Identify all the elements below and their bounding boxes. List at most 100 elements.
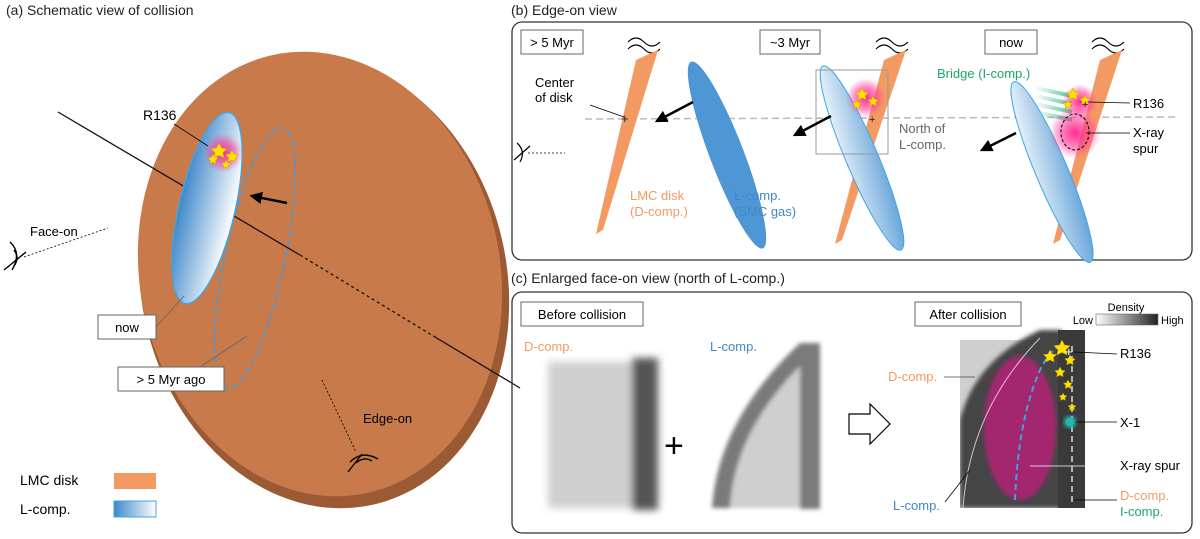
density-colorbar: Density Low High: [1073, 302, 1184, 327]
face-on-label: Face-on: [30, 224, 78, 239]
north-label-2: L-comp.: [899, 137, 946, 152]
lcomp-stage2: [819, 65, 905, 251]
lmc-disk-3d: [137, 51, 510, 509]
lcomp-label-b1: L-comp.: [734, 188, 781, 203]
density-high: High: [1161, 315, 1184, 327]
dcomp-before: [548, 358, 658, 510]
plus-sign: +: [664, 427, 684, 465]
lcomp-leader-after: [944, 469, 971, 503]
legend-lmc-swatch: [114, 473, 156, 489]
r136-stars-a: [207, 142, 240, 169]
lmc-label-b2: (D-comp.): [630, 204, 688, 219]
right-arrow-icon: [848, 402, 891, 446]
ago-leader: [199, 335, 248, 368]
lcomp-label-c1: L-comp.: [710, 339, 757, 354]
panel-a-title: (a) Schematic view of collision: [6, 2, 194, 18]
density-label: Density: [1108, 302, 1145, 314]
lmc-disk-stage1: [596, 50, 658, 234]
eye-icon: [3, 241, 27, 271]
xray-label-b1: X-ray: [1133, 125, 1165, 140]
legend-a: LMC disk L-comp.: [20, 472, 157, 518]
lcomp-before: [712, 343, 820, 509]
lcomp-stage1: [687, 61, 767, 249]
lcomp-past-position: [213, 126, 297, 390]
x1-source-core: [1066, 418, 1074, 426]
motion-arrow-a: [249, 191, 288, 205]
center-cross-2: +: [869, 114, 875, 126]
line-of-sight-axis-hidden: [299, 254, 436, 338]
r136-label-b: R136: [1133, 96, 1164, 111]
r136-leader-b: [1087, 101, 1131, 104]
stage3-label: now: [999, 35, 1023, 50]
after-label: After collision: [929, 307, 1006, 322]
ago-box: [117, 366, 225, 392]
north-label-1: North of: [899, 121, 946, 136]
r136-label-a: R136: [143, 107, 177, 123]
before-box: [520, 301, 644, 327]
lcomp-stage3: [1010, 81, 1094, 263]
cut-mark-3: [1091, 37, 1125, 54]
stage1-box: [520, 29, 584, 55]
north-box: [815, 69, 889, 155]
stage3-box: [984, 29, 1038, 55]
line-of-sight-axis: [57, 111, 301, 256]
density-bar: [1095, 313, 1159, 326]
edge-on-label: Edge-on: [363, 411, 412, 426]
before-label: Before collision: [538, 307, 626, 322]
dcomp-label-c1: D-comp.: [524, 339, 573, 354]
stars-after: [1042, 339, 1077, 411]
xray-spur-label-c: X-ray spur: [1120, 458, 1181, 473]
motion-arrow-b2: [792, 114, 832, 137]
glow-stage2: [846, 78, 886, 118]
r136-label-c: R136: [1120, 346, 1151, 361]
lcomp-label-after: L-comp.: [893, 498, 940, 513]
panel-c-frame: [511, 291, 1193, 534]
stage2-label: ~3 Myr: [770, 35, 811, 50]
after-box: [914, 301, 1022, 327]
dcomp-label-bottom: D-comp.: [1120, 488, 1169, 503]
stage1-label: > 5 Myr: [530, 35, 574, 50]
face-on-sightline: [23, 227, 109, 258]
xray-label-b2: spur: [1133, 141, 1159, 156]
cut-mark-2: [875, 37, 909, 54]
edge-on-sightline: [321, 379, 357, 453]
center-label-2: of disk: [535, 90, 573, 105]
motion-arrow-b3: [979, 131, 1017, 152]
legend-lcomp-swatch: [113, 500, 157, 518]
xray-spur-outline: [1060, 113, 1090, 151]
eye-icon-edge: [347, 453, 379, 473]
legend-lcomp-label: L-comp.: [20, 501, 71, 517]
cut-mark-1: [627, 37, 661, 54]
center-label-1: Center: [535, 75, 575, 90]
ago-label-a: > 5 Myr ago: [136, 372, 205, 387]
r136-leader-c: [1073, 351, 1118, 355]
x1-label: X-1: [1120, 415, 1140, 430]
center-leader: [589, 104, 625, 118]
xray-glow: [1049, 107, 1101, 159]
icomp-label-bottom: I-comp.: [1120, 504, 1163, 519]
motion-arrow-b1: [654, 100, 694, 123]
eye-icon-b: [513, 142, 531, 163]
now-box: [97, 314, 157, 340]
panel-b-frame: [511, 21, 1193, 261]
stars-stage2: [851, 87, 879, 109]
now-label-a: now: [115, 320, 139, 335]
stage2-box: [759, 29, 821, 55]
dcomp-label-after: D-comp.: [888, 369, 937, 384]
now-leader: [155, 295, 185, 328]
center-cross: +: [621, 111, 629, 126]
lcomp-front-line: [1014, 345, 1061, 501]
bridge-label: Bridge (I-comp.): [937, 66, 1030, 81]
stars-stage3: [1062, 87, 1091, 109]
after-collision-map: [960, 330, 1085, 509]
legend-lmc-label: LMC disk: [20, 472, 79, 488]
panel-b-title: (b) Edge-on view: [511, 2, 618, 18]
r136-leader-a: [173, 123, 209, 147]
panel-c-title: (c) Enlarged face-on view (north of L-co…: [511, 270, 785, 286]
r136-cross-c: +: [1065, 344, 1073, 359]
line-of-sight-axis-exit: [434, 336, 521, 389]
center-cross-3: +: [1082, 99, 1088, 111]
density-low: Low: [1073, 315, 1093, 327]
lmc-label-b1: LMC disk: [630, 188, 685, 203]
